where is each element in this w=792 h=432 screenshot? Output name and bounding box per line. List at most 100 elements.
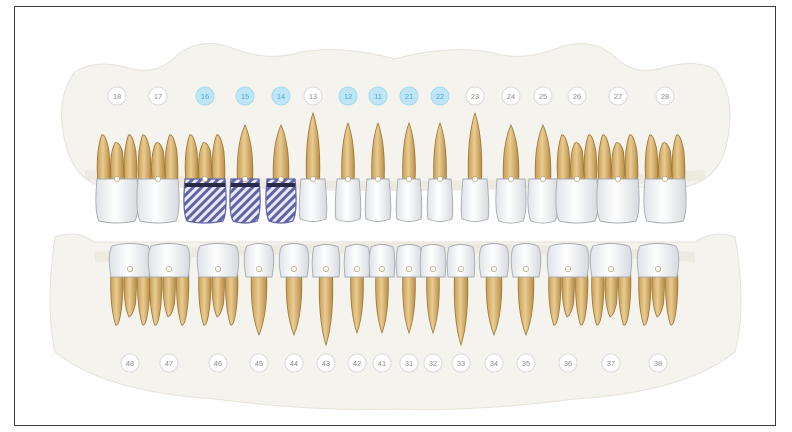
- tooth-crown: [335, 179, 361, 222]
- tooth-marker: [256, 266, 261, 271]
- tooth-number-15[interactable]: 15: [236, 87, 254, 105]
- tooth-number-label: 47: [165, 359, 173, 368]
- tooth-number-45[interactable]: 45: [250, 354, 268, 372]
- tooth-number-label: 15: [241, 92, 249, 101]
- tooth-crown: [279, 244, 309, 278]
- tooth-46[interactable]: [197, 244, 239, 326]
- tooth-number-label: 37: [607, 359, 615, 368]
- tooth-26[interactable]: [556, 135, 598, 223]
- tooth-crown: [396, 245, 422, 278]
- tooth-marker: [114, 176, 119, 181]
- tooth-number-46[interactable]: 46: [209, 354, 227, 372]
- tooth-number-48[interactable]: 48: [121, 354, 139, 372]
- tooth-number-label: 42: [353, 359, 361, 368]
- tooth-crown: [369, 245, 395, 278]
- tooth-number-31[interactable]: 31: [400, 354, 418, 372]
- tooth-number-38[interactable]: 38: [649, 354, 667, 372]
- tooth-number-47[interactable]: 47: [160, 354, 178, 372]
- tooth-number-21[interactable]: 21: [400, 87, 418, 105]
- tooth-marker: [155, 176, 160, 181]
- tooth-crown: [597, 179, 639, 223]
- tooth-number-14[interactable]: 14: [272, 87, 290, 105]
- tooth-crown: [496, 179, 526, 223]
- tooth-number-label: 16: [201, 92, 209, 101]
- tooth-27[interactable]: [597, 135, 639, 223]
- tooth-number-36[interactable]: 36: [559, 354, 577, 372]
- tooth-number-18[interactable]: 18: [108, 87, 126, 105]
- tooth-number-label: 33: [457, 359, 465, 368]
- tooth-number-26[interactable]: 26: [568, 87, 586, 105]
- tooth-number-label: 34: [490, 359, 498, 368]
- tooth-number-44[interactable]: 44: [285, 354, 303, 372]
- tooth-crown: [556, 179, 598, 223]
- tooth-marker: [345, 176, 350, 181]
- tooth-number-11[interactable]: 11: [369, 87, 387, 105]
- tooth-37[interactable]: [590, 244, 632, 326]
- tooth-number-25[interactable]: 25: [534, 87, 552, 105]
- tooth-number-42[interactable]: 42: [348, 354, 366, 372]
- tooth-marker: [323, 266, 328, 271]
- tooth-number-label: 44: [290, 359, 298, 368]
- tooth-crown: [109, 244, 151, 278]
- tooth-number-label: 43: [322, 359, 330, 368]
- tooth-number-28[interactable]: 28: [656, 87, 674, 105]
- tooth-number-37[interactable]: 37: [602, 354, 620, 372]
- tooth-47[interactable]: [148, 244, 190, 326]
- tooth-28[interactable]: [644, 135, 686, 223]
- tooth-number-label: 26: [573, 92, 581, 101]
- tooth-number-32[interactable]: 32: [424, 354, 442, 372]
- tooth-marker: [472, 176, 477, 181]
- tooth-number-label: 38: [654, 359, 662, 368]
- tooth-number-17[interactable]: 17: [149, 87, 167, 105]
- tooth-marker: [615, 176, 620, 181]
- tooth-number-label: 22: [436, 92, 444, 101]
- tooth-17[interactable]: [137, 135, 179, 223]
- chart-frame: 18 17 16 15 14 13 12 11 21 22 23 24 25 26 27 28 48 47 46 4…: [14, 6, 776, 426]
- tooth-marker: [565, 266, 570, 271]
- tooth-crown: [96, 179, 138, 223]
- tooth-number-label: 28: [661, 92, 669, 101]
- tooth-number-34[interactable]: 34: [485, 354, 503, 372]
- tooth-number-label: 31: [405, 359, 413, 368]
- tooth-number-13[interactable]: 13: [304, 87, 322, 105]
- tooth-number-43[interactable]: 43: [317, 354, 335, 372]
- tooth-marker: [540, 176, 545, 181]
- tooth-number-35[interactable]: 35: [517, 354, 535, 372]
- tooth-16[interactable]: [184, 135, 226, 223]
- restoration-band: [267, 183, 295, 187]
- tooth-marker: [437, 176, 442, 181]
- tooth-marker: [215, 266, 220, 271]
- tooth-number-16[interactable]: 16: [196, 87, 214, 105]
- tooth-marker: [430, 266, 435, 271]
- tooth-marker: [523, 266, 528, 271]
- tooth-crown: [396, 179, 422, 222]
- tooth-36[interactable]: [547, 244, 589, 326]
- tooth-marker: [655, 266, 660, 271]
- tooth-18[interactable]: [96, 135, 138, 223]
- tooth-number-27[interactable]: 27: [609, 87, 627, 105]
- tooth-number-label: 25: [539, 92, 547, 101]
- tooth-crown: [511, 244, 541, 278]
- tooth-number-24[interactable]: 24: [502, 87, 520, 105]
- tooth-number-12[interactable]: 12: [339, 87, 357, 105]
- tooth-crown: [427, 179, 453, 222]
- tooth-number-label: 36: [564, 359, 572, 368]
- tooth-number-label: 46: [214, 359, 222, 368]
- tooth-number-label: 41: [378, 359, 386, 368]
- tooth-crown: [244, 244, 274, 278]
- tooth-number-22[interactable]: 22: [431, 87, 449, 105]
- restoration-band: [231, 183, 259, 187]
- tooth-number-label: 21: [405, 92, 413, 101]
- tooth-crown: [644, 179, 686, 223]
- tooth-number-23[interactable]: 23: [466, 87, 484, 105]
- tooth-marker: [375, 176, 380, 181]
- tooth-48[interactable]: [109, 244, 151, 326]
- tooth-number-41[interactable]: 41: [373, 354, 391, 372]
- tooth-crown: [197, 244, 239, 278]
- tooth-number-33[interactable]: 33: [452, 354, 470, 372]
- tooth-marker: [202, 176, 207, 181]
- tooth-crown: [148, 244, 190, 278]
- tooth-38[interactable]: [637, 244, 679, 326]
- tooth-number-label: 11: [374, 92, 382, 101]
- tooth-number-label: 24: [507, 92, 515, 101]
